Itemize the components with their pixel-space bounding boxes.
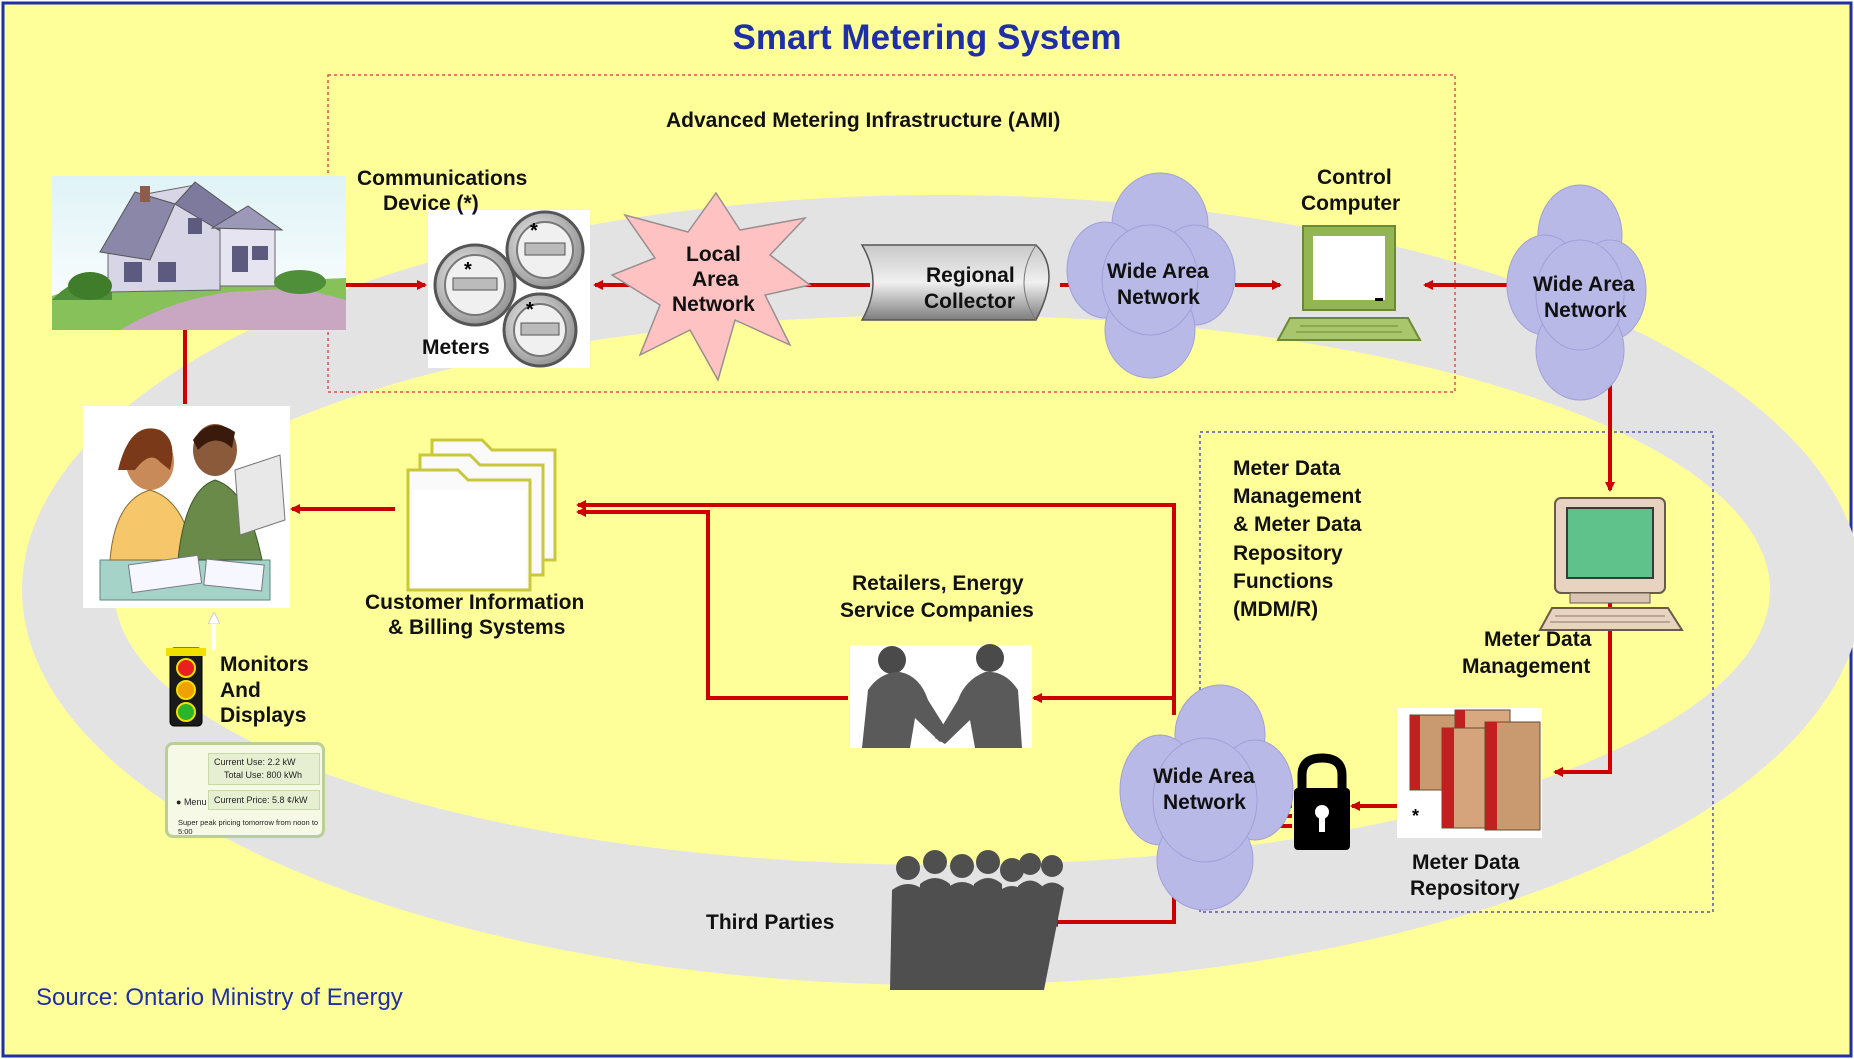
label-comm-device-2: Device (*) xyxy=(383,192,479,215)
arrow-retailers-to-cis xyxy=(576,507,848,700)
regional-collector-shape xyxy=(860,244,1050,321)
house-clipart xyxy=(52,176,346,330)
label-control-2: Computer xyxy=(1301,192,1401,215)
label-meters: Meters xyxy=(422,336,490,359)
wan-cloud-3 xyxy=(1119,684,1294,911)
label-wan3-2: Network xyxy=(1163,791,1246,814)
svg-text:*: * xyxy=(526,299,534,321)
traffic-light-icon xyxy=(166,647,206,727)
label-third-parties: Third Parties xyxy=(706,911,835,934)
display-notice: Super peak pricing tomorrow from noon to… xyxy=(178,818,319,836)
label-lan-3: Network xyxy=(672,293,755,316)
label-lan-2: Area xyxy=(692,268,739,291)
display-current-use: Current Use: 2.2 kW xyxy=(214,757,296,767)
label-wan2-1: Wide Area xyxy=(1533,273,1635,296)
arrow-mdmgmt-to-repo xyxy=(1553,595,1612,777)
svg-text:*: * xyxy=(1412,806,1419,826)
label-monitors-3: Displays xyxy=(220,704,307,727)
label-mdm-1: Meter Data xyxy=(1233,457,1341,480)
ami-boundary xyxy=(327,74,1456,393)
display-menu-label: Menu xyxy=(183,797,207,807)
display-current-price: Current Price: 5.8 ¢/kW xyxy=(214,795,308,805)
label-regional-1: Regional xyxy=(926,264,1015,287)
label-wan3-1: Wide Area xyxy=(1153,765,1255,788)
label-mdrepo-2: Repository xyxy=(1410,877,1520,900)
label-retail-1: Retailers, Energy xyxy=(852,572,1024,595)
in-home-display: Current Use: 2.2 kW Total Use: 800 kWh ●… xyxy=(165,742,325,838)
label-wan1-2: Network xyxy=(1117,286,1200,309)
label-mdrepo-1: Meter Data xyxy=(1412,851,1520,874)
label-wan2-2: Network xyxy=(1544,299,1627,322)
customers-clipart xyxy=(83,406,290,608)
label-mdm-6: (MDM/R) xyxy=(1233,598,1319,621)
svg-text:*: * xyxy=(530,220,538,242)
lan-starburst xyxy=(610,191,812,382)
label-mdm-3: & Meter Data xyxy=(1233,513,1362,536)
lock-icon xyxy=(1294,753,1350,850)
mdm-computer-clipart xyxy=(1538,497,1684,631)
label-control-1: Control xyxy=(1317,166,1392,189)
arrow-wan3-to-cis xyxy=(576,500,1176,715)
label-regional-2: Collector xyxy=(924,290,1016,313)
label-mdm-4: Repository xyxy=(1233,542,1343,565)
handshake-clipart xyxy=(850,644,1032,748)
ami-title: Advanced Metering Infrastructure (AMI) xyxy=(666,109,1061,132)
label-monitors-2: And xyxy=(220,679,261,702)
label-retail-2: Service Companies xyxy=(840,599,1034,622)
label-comm-device-1: Communications xyxy=(357,167,528,190)
repository-servers-clipart: * xyxy=(1397,708,1542,838)
crowd-clipart xyxy=(890,850,1064,990)
label-lan-1: Local xyxy=(686,243,741,266)
display-total-use: Total Use: 800 kWh xyxy=(224,770,303,780)
source-note: Source: Ontario Ministry of Energy xyxy=(36,984,403,1011)
control-computer-clipart xyxy=(1276,225,1422,341)
diagram-title: Smart Metering System xyxy=(732,18,1122,57)
folders-clipart xyxy=(406,438,557,592)
label-mdm-5: Functions xyxy=(1233,570,1334,593)
label-mdmgmt-2: Management xyxy=(1462,655,1591,678)
mdm-boundary xyxy=(1199,431,1714,913)
label-mdm-2: Management xyxy=(1233,485,1362,508)
label-monitors-1: Monitors xyxy=(220,653,309,676)
label-wan1-1: Wide Area xyxy=(1107,260,1209,283)
wan-cloud-2 xyxy=(1506,184,1647,401)
meters-clipart: * * * xyxy=(428,210,590,368)
svg-text:*: * xyxy=(464,259,472,281)
display-menu: ● Menu xyxy=(176,797,207,807)
wan-cloud-1 xyxy=(1066,172,1236,379)
label-cis-2: & Billing Systems xyxy=(388,616,566,639)
label-cis-1: Customer Information xyxy=(365,591,585,614)
label-mdmgmt-1: Meter Data xyxy=(1484,628,1592,651)
